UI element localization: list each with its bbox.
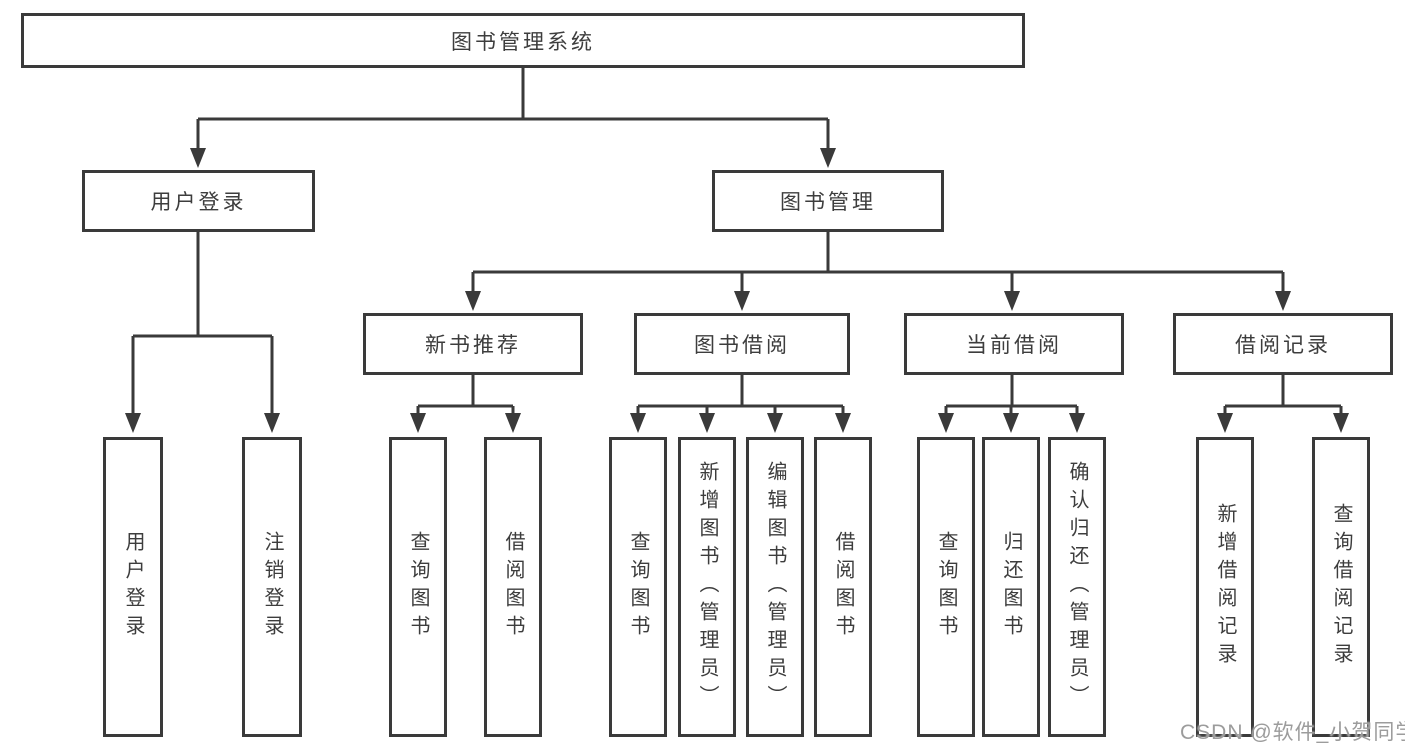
leaf-query-books-recommend: 查询图书 (389, 437, 447, 737)
leaf-label: 查询图书 (407, 531, 429, 643)
leaf-edit-books-admin: 编辑图书（管理员） (746, 437, 804, 737)
leaf-user-login: 用户登录 (103, 437, 163, 737)
leaf-label: 查询图书 (935, 531, 957, 643)
leaf-query-books-current: 查询图书 (917, 437, 975, 737)
node-label: 图书管理 (780, 191, 876, 214)
node-label: 图书管理系统 (451, 30, 595, 54)
leaf-label: 查询图书 (627, 531, 649, 643)
leaf-label: 查询借阅记录 (1330, 503, 1352, 671)
leaf-add-books-admin: 新增图书（管理员） (678, 437, 736, 737)
node-label: 图书借阅 (694, 334, 790, 357)
leaf-add-borrow-record: 新增借阅记录 (1196, 437, 1254, 737)
leaf-label: 确认归还（管理员） (1066, 461, 1088, 713)
node-book-management: 图书管理 (712, 170, 944, 232)
node-user-login-group: 用户登录 (82, 170, 315, 232)
leaf-return-books: 归还图书 (982, 437, 1040, 737)
leaf-logout: 注销登录 (242, 437, 302, 737)
leaf-label: 用户登录 (122, 531, 144, 643)
leaf-label: 注销登录 (261, 531, 283, 643)
node-library-management-system: 图书管理系统 (21, 13, 1025, 68)
leaf-query-borrow-record: 查询借阅记录 (1312, 437, 1370, 737)
csdn-watermark: CSDN @软件_小贺同学 (1180, 721, 1405, 744)
leaf-label: 归还图书 (1000, 531, 1022, 643)
node-label: 借阅记录 (1235, 334, 1331, 357)
node-label: 新书推荐 (425, 334, 521, 357)
leaf-label: 新增借阅记录 (1214, 503, 1236, 671)
node-new-book-recommend: 新书推荐 (363, 313, 583, 375)
arrowheads (125, 148, 1349, 433)
node-current-borrowing: 当前借阅 (904, 313, 1124, 375)
leaf-label: 新增图书（管理员） (696, 461, 718, 713)
leaf-confirm-return-admin: 确认归还（管理员） (1048, 437, 1106, 737)
leaf-borrow-books-recommend: 借阅图书 (484, 437, 542, 737)
leaf-label: 借阅图书 (832, 531, 854, 643)
leaf-query-books-borrow: 查询图书 (609, 437, 667, 737)
leaf-label: 借阅图书 (502, 531, 524, 643)
node-borrowing-records: 借阅记录 (1173, 313, 1393, 375)
leaf-label: 编辑图书（管理员） (764, 461, 786, 713)
node-label: 用户登录 (150, 191, 247, 214)
leaf-borrow-books: 借阅图书 (814, 437, 872, 737)
node-book-borrowing: 图书借阅 (634, 313, 850, 375)
node-label: 当前借阅 (966, 334, 1062, 357)
